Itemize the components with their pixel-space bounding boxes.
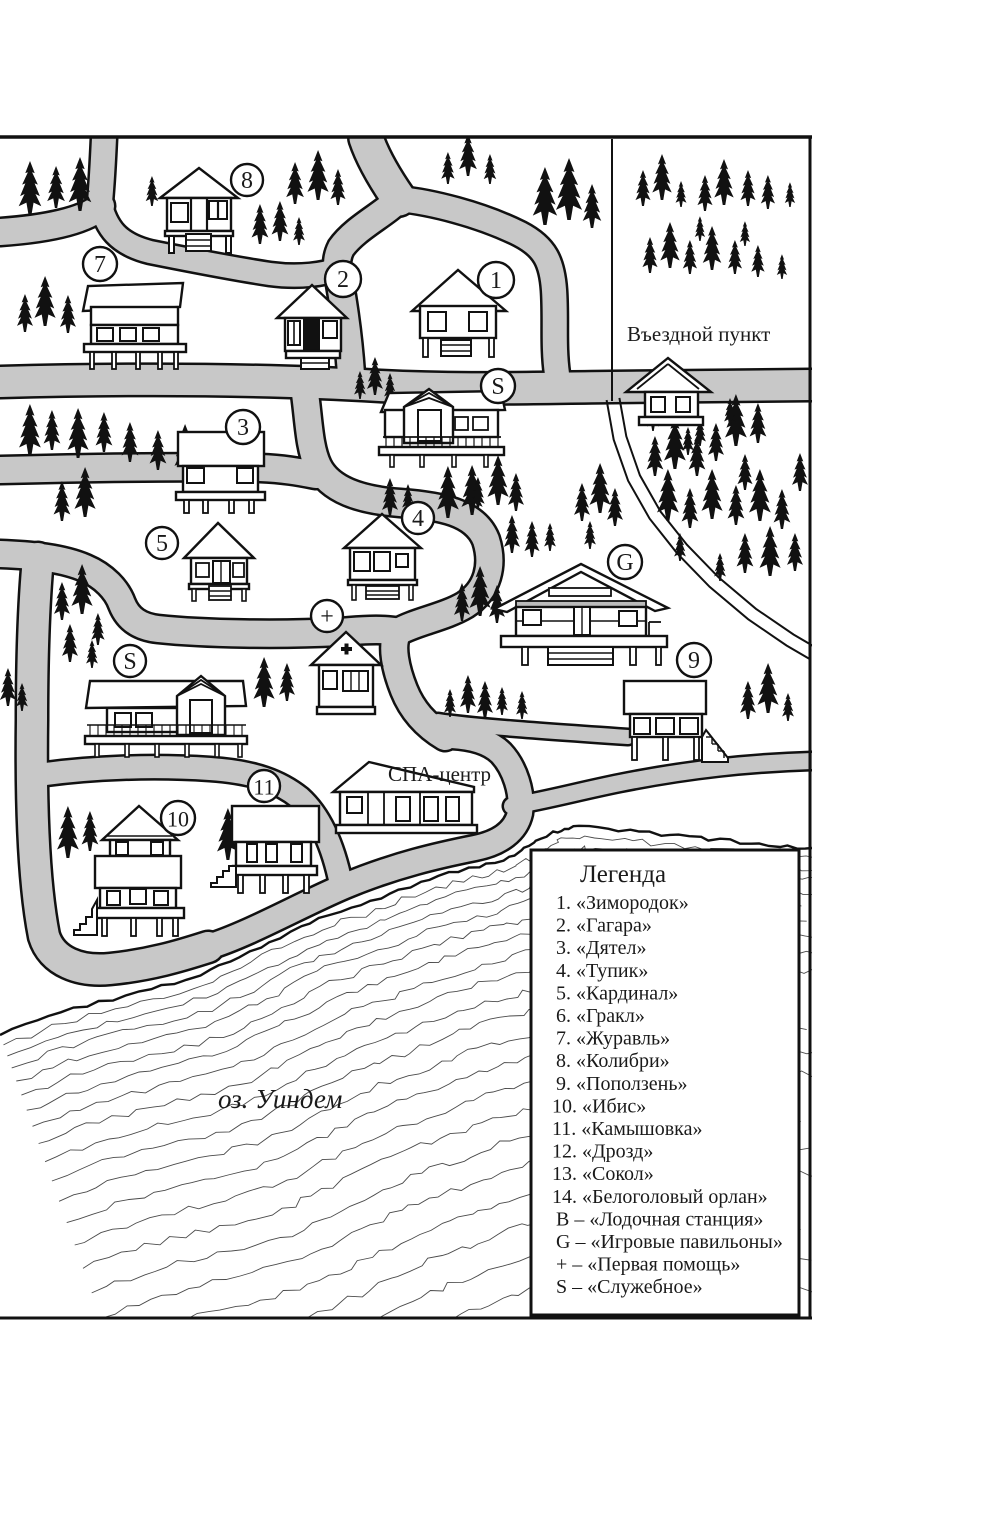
svg-text:4. «Тупик»: 4. «Тупик» xyxy=(556,960,648,982)
svg-text:3. «Дятел»: 3. «Дятел» xyxy=(556,937,646,959)
svg-text:S: S xyxy=(123,649,136,675)
svg-text:2: 2 xyxy=(337,267,349,293)
svg-text:Въездной пункт: Въездной пункт xyxy=(627,322,770,346)
svg-text:2. «Гагара»: 2. «Гагара» xyxy=(556,915,652,937)
svg-text:11: 11 xyxy=(253,775,274,800)
svg-text:G – «Игровые павильоны»: G – «Игровые павильоны» xyxy=(556,1231,783,1253)
svg-text:S: S xyxy=(491,374,504,400)
svg-text:S – «Служебное»: S – «Служебное» xyxy=(556,1276,703,1298)
svg-text:B – «Лодочная станция»: B – «Лодочная станция» xyxy=(556,1208,763,1230)
svg-text:+: + xyxy=(320,604,334,630)
svg-text:7. «Журавль»: 7. «Журавль» xyxy=(556,1028,670,1050)
svg-text:10: 10 xyxy=(167,807,189,832)
svg-text:Легенда: Легенда xyxy=(580,861,666,888)
svg-text:7: 7 xyxy=(94,252,106,278)
svg-text:9: 9 xyxy=(688,648,700,674)
svg-text:10. «Ибис»: 10. «Ибис» xyxy=(552,1095,646,1117)
svg-text:G: G xyxy=(616,550,633,576)
svg-text:6. «Гракл»: 6. «Гракл» xyxy=(556,1005,645,1027)
svg-text:13. «Сокол»: 13. «Сокол» xyxy=(552,1163,654,1185)
svg-text:1: 1 xyxy=(490,268,502,294)
svg-text:8. «Колибри»: 8. «Колибри» xyxy=(556,1050,670,1072)
svg-text:5: 5 xyxy=(156,531,168,557)
svg-text:+ – «Первая помощь»: + – «Первая помощь» xyxy=(556,1254,740,1276)
svg-text:5. «Кардинал»: 5. «Кардинал» xyxy=(556,982,678,1004)
svg-text:4: 4 xyxy=(412,506,424,532)
svg-text:3: 3 xyxy=(237,415,249,441)
svg-text:12. «Дрозд»: 12. «Дрозд» xyxy=(552,1141,653,1163)
svg-text:8: 8 xyxy=(241,168,253,194)
svg-text:11. «Камышовка»: 11. «Камышовка» xyxy=(552,1118,702,1140)
svg-text:СПА-центр: СПА-центр xyxy=(388,762,491,786)
svg-text:1. «Зимородок»: 1. «Зимородок» xyxy=(556,892,689,914)
svg-text:14. «Белоголовый орлан»: 14. «Белоголовый орлан» xyxy=(552,1186,768,1208)
svg-text:оз. Уиндем: оз. Уиндем xyxy=(218,1084,342,1114)
svg-text:9. «Поползень»: 9. «Поползень» xyxy=(556,1073,687,1095)
